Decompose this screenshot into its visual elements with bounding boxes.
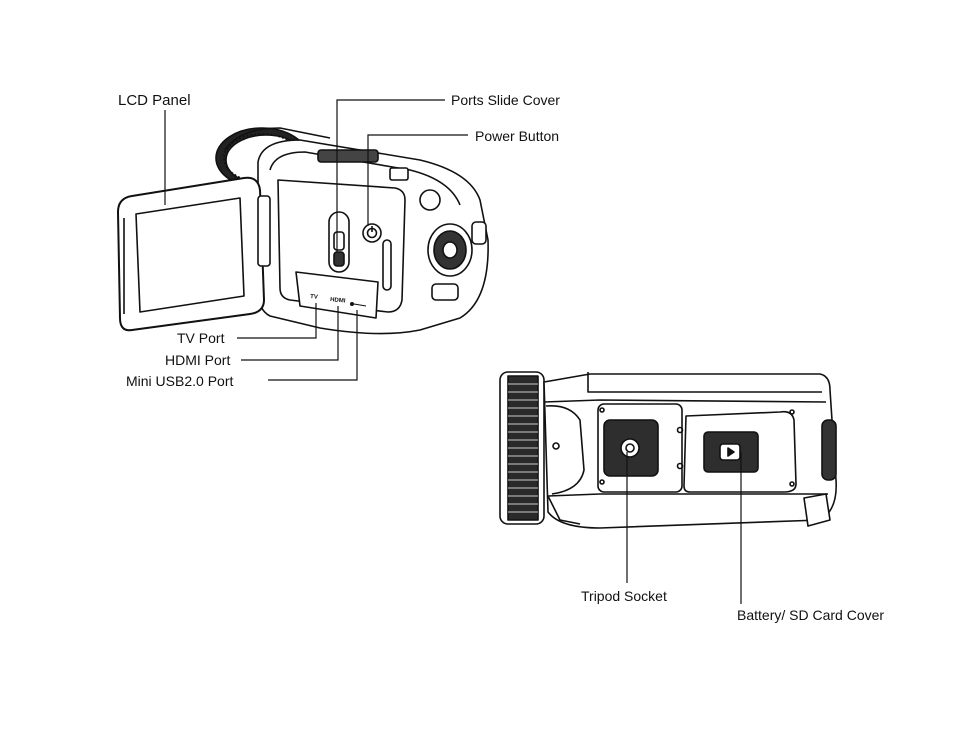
camcorder-side-view (117, 127, 489, 335)
lcd-panel (117, 176, 271, 332)
power-button-icon (362, 223, 382, 243)
ports-slide-cover-leader (336, 99, 445, 252)
power-button-leader (367, 134, 468, 226)
tripod-socket-label: Tripod Socket (581, 588, 667, 604)
usb-symbol-icon (350, 302, 367, 307)
callout-lines (164, 99, 742, 604)
power-button-label: Power Button (475, 128, 560, 144)
tripod-plate (597, 403, 684, 493)
lcd-panel-label: LCD Panel (118, 92, 191, 109)
battery-sd-cover-label: Battery/ SD Card Cover (737, 607, 885, 623)
hdmi-port-leader (241, 306, 339, 361)
hdmi-port-label: HDMI Port (165, 352, 231, 368)
battery-sd-cover (683, 409, 797, 493)
mini-usb-port-label: Mini USB2.0 Port (126, 373, 234, 389)
tv-port-leader (237, 303, 317, 339)
camera-body (257, 139, 489, 335)
tv-port-marking: TV (310, 294, 318, 301)
hdmi-port-marking: HDMI (330, 297, 346, 305)
lens-ring (499, 371, 545, 525)
mini-usb-port-leader (268, 310, 358, 381)
camcorder-bottom-view (499, 371, 837, 529)
tv-port-label: TV Port (177, 330, 225, 346)
ports-slide-cover-label: Ports Slide Cover (451, 92, 560, 108)
